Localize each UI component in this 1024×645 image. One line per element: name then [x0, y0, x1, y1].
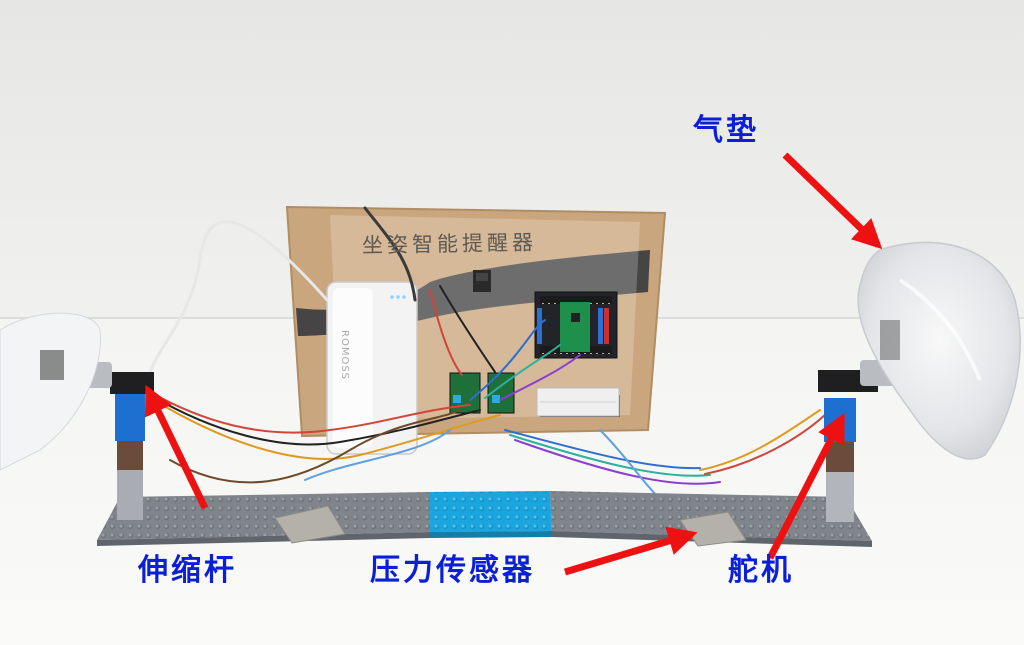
microcontroller-board — [534, 291, 618, 359]
label-air-cushion: 气垫 — [693, 113, 759, 148]
label-telescopic-rod: 伸缩杆 — [138, 553, 237, 588]
power-bank-brand: ROMOSS — [339, 330, 350, 381]
label-servo: 舵机 — [728, 553, 794, 588]
arrow-to-air-cushion — [782, 152, 883, 250]
arrow-to-telescopic-rod — [144, 384, 209, 510]
label-pressure-sensor: 压力传感器 — [370, 553, 535, 588]
right-air-cushion — [857, 241, 1021, 460]
arrow-to-servo — [766, 412, 846, 560]
left-air-cushion — [0, 312, 101, 471]
power-bank — [326, 281, 418, 455]
breadboard — [536, 387, 620, 417]
annotation-arrows — [144, 152, 883, 576]
sensor-module — [473, 270, 491, 292]
pressure-sensor-pads — [274, 505, 747, 547]
arrow-to-pressure-sensor — [563, 526, 698, 576]
board-handwritten-title: 坐姿智能提醒器 — [361, 230, 538, 258]
